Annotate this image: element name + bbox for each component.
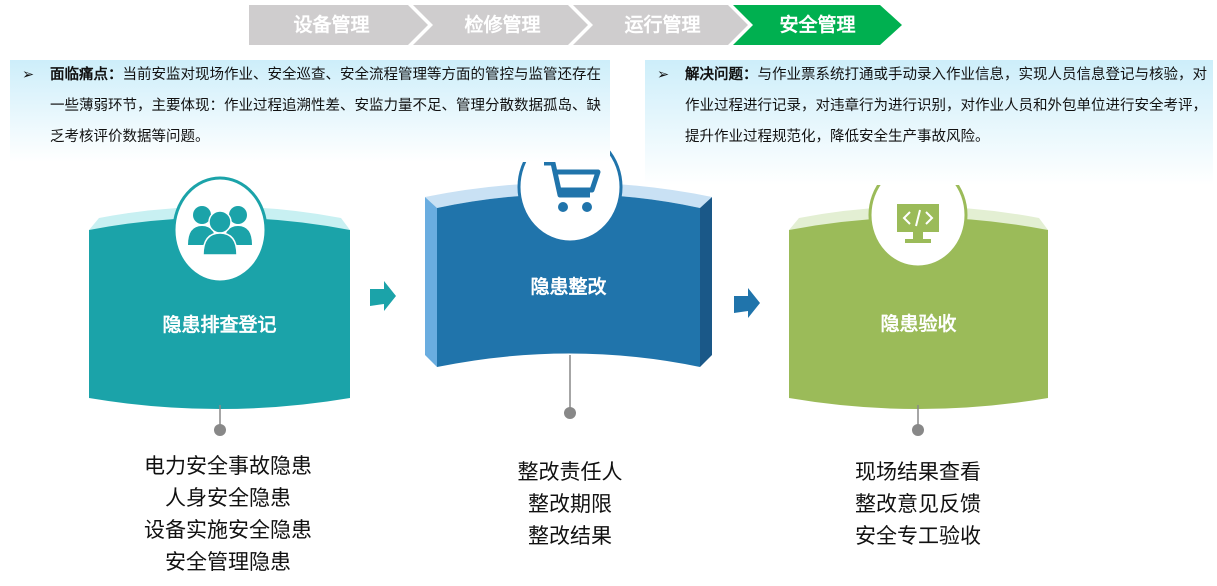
pain-title: 面临痛点：	[50, 67, 123, 83]
card-1-list: 电力安全事故隐患 人身安全隐患 设备实施安全隐患 安全管理隐患	[100, 450, 356, 578]
list-item: 电力安全事故隐患	[144, 454, 312, 478]
list-item: 安全管理隐患	[165, 550, 291, 574]
card-1-title: 隐患排查登记	[162, 314, 277, 336]
arrow-right-icon	[734, 288, 760, 318]
card-3-title: 隐患验收	[880, 313, 957, 335]
bullet-arrow-icon: ➢	[22, 67, 35, 83]
tab-shape-2	[413, 5, 588, 45]
tab-safety[interactable]: 安全管理	[779, 14, 856, 36]
card-2-title: 隐患整改	[530, 276, 607, 298]
solution-box: ➢ 解决问题：与作业票系统打通或手动录入作业信息，实现人员信息登记与核验，对作业…	[645, 60, 1213, 185]
connector-1	[214, 405, 226, 436]
tab-shape-4	[733, 5, 902, 45]
list-item: 整改责任人	[517, 460, 623, 484]
arrow-right-icon	[370, 281, 396, 311]
list-item: 整改期限	[528, 492, 612, 516]
users-icon	[172, 176, 268, 284]
code-monitor-icon	[868, 161, 968, 269]
pain-text: 当前安监对现场作业、安全巡查、安全流程管理等方面的管控与监管还存在一些薄弱环节，…	[50, 67, 601, 145]
solution-text: 与作业票系统打通或手动录入作业信息，实现人员信息登记与核验，对作业过程进行记录，…	[685, 67, 1207, 145]
tab-shape-1	[249, 5, 428, 45]
tab-equipment[interactable]: 设备管理	[293, 14, 370, 36]
tab-operation[interactable]: 运行管理	[624, 14, 701, 36]
solution-title: 解决问题：	[685, 67, 758, 83]
card-2-list: 整改责任人 整改期限 整改结果	[450, 456, 690, 552]
pain-points-box: ➢ 面临痛点：当前安监对现场作业、安全巡查、安全流程管理等方面的管控与监管还存在…	[10, 60, 610, 162]
card-2-shape	[425, 182, 712, 367]
connector-3	[912, 405, 924, 436]
card-3-list: 现场结果查看 整改意见反馈 安全专工验收	[798, 456, 1038, 552]
list-item: 安全专工验收	[855, 524, 981, 548]
bullet-arrow-icon: ➢	[657, 67, 670, 83]
list-item: 设备实施安全隐患	[144, 518, 312, 542]
tab-shape-3	[573, 5, 748, 45]
connector-2	[564, 355, 576, 419]
list-item: 整改意见反馈	[855, 492, 981, 516]
list-item: 人身安全隐患	[165, 486, 291, 510]
list-item: 整改结果	[528, 524, 612, 548]
list-item: 现场结果查看	[855, 460, 981, 484]
tab-maintenance[interactable]: 检修管理	[464, 14, 541, 36]
